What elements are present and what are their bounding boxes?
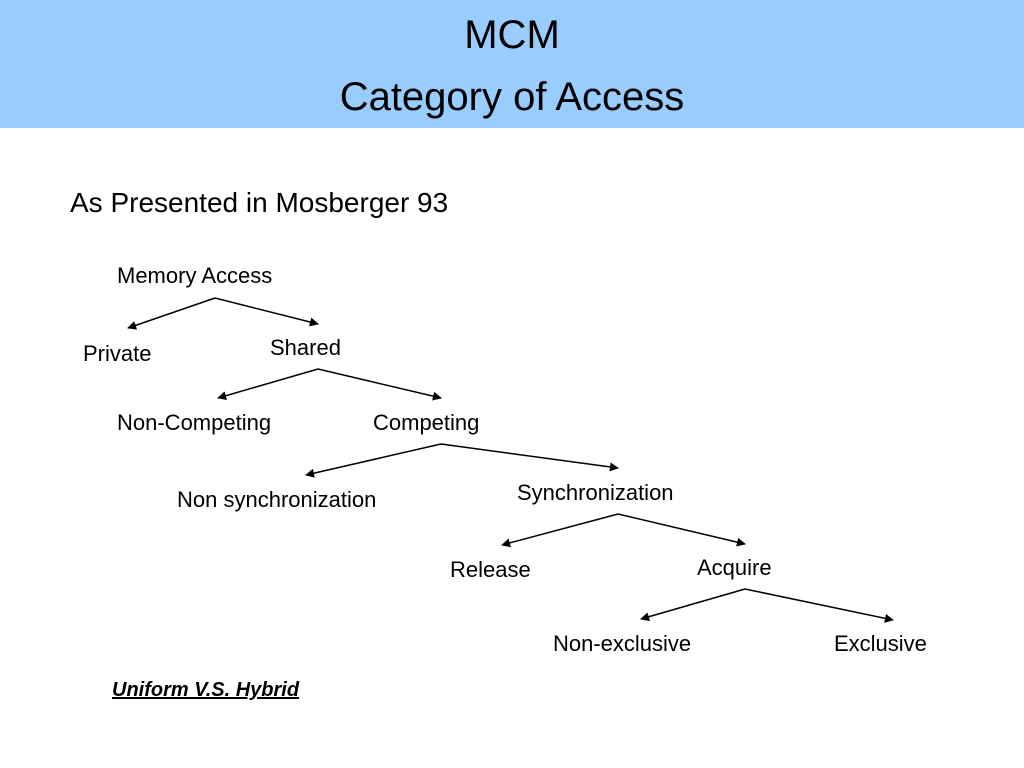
node-non-synchronization: Non synchronization xyxy=(177,487,377,512)
title-band: MCM Category of Access xyxy=(0,0,1024,128)
uniform-vs-hybrid-note: Uniform V.S. Hybrid xyxy=(112,679,300,701)
edge-shared-competing xyxy=(317,368,442,401)
node-release: Release xyxy=(450,557,531,582)
edge-memory-access-private xyxy=(127,297,216,330)
slide-subtitle: As Presented in Mosberger 93 xyxy=(70,187,449,218)
edge-memory-access-shared xyxy=(214,297,319,327)
node-synchronization: Synchronization xyxy=(517,480,674,505)
edge-synchronization-acquire xyxy=(617,513,746,547)
node-shared: Shared xyxy=(270,335,341,360)
node-memory-access: Memory Access xyxy=(117,263,273,288)
node-non-competing: Non-Competing xyxy=(117,410,272,435)
edge-acquire-exclusive xyxy=(744,588,894,623)
node-exclusive: Exclusive xyxy=(834,631,927,656)
node-non-exclusive: Non-exclusive xyxy=(553,631,692,656)
edge-competing-synchronization xyxy=(440,443,619,472)
node-competing: Competing xyxy=(373,410,480,435)
node-acquire: Acquire xyxy=(697,555,772,580)
edge-shared-non-competing xyxy=(217,368,319,401)
edge-acquire-non-exclusive xyxy=(640,588,746,622)
node-private: Private xyxy=(83,341,152,366)
slide-title-line-2: Category of Access xyxy=(339,75,685,119)
slide-title-line-1: MCM xyxy=(464,13,560,57)
edge-competing-non-synchronization xyxy=(305,443,442,478)
edge-synchronization-release xyxy=(501,513,619,548)
